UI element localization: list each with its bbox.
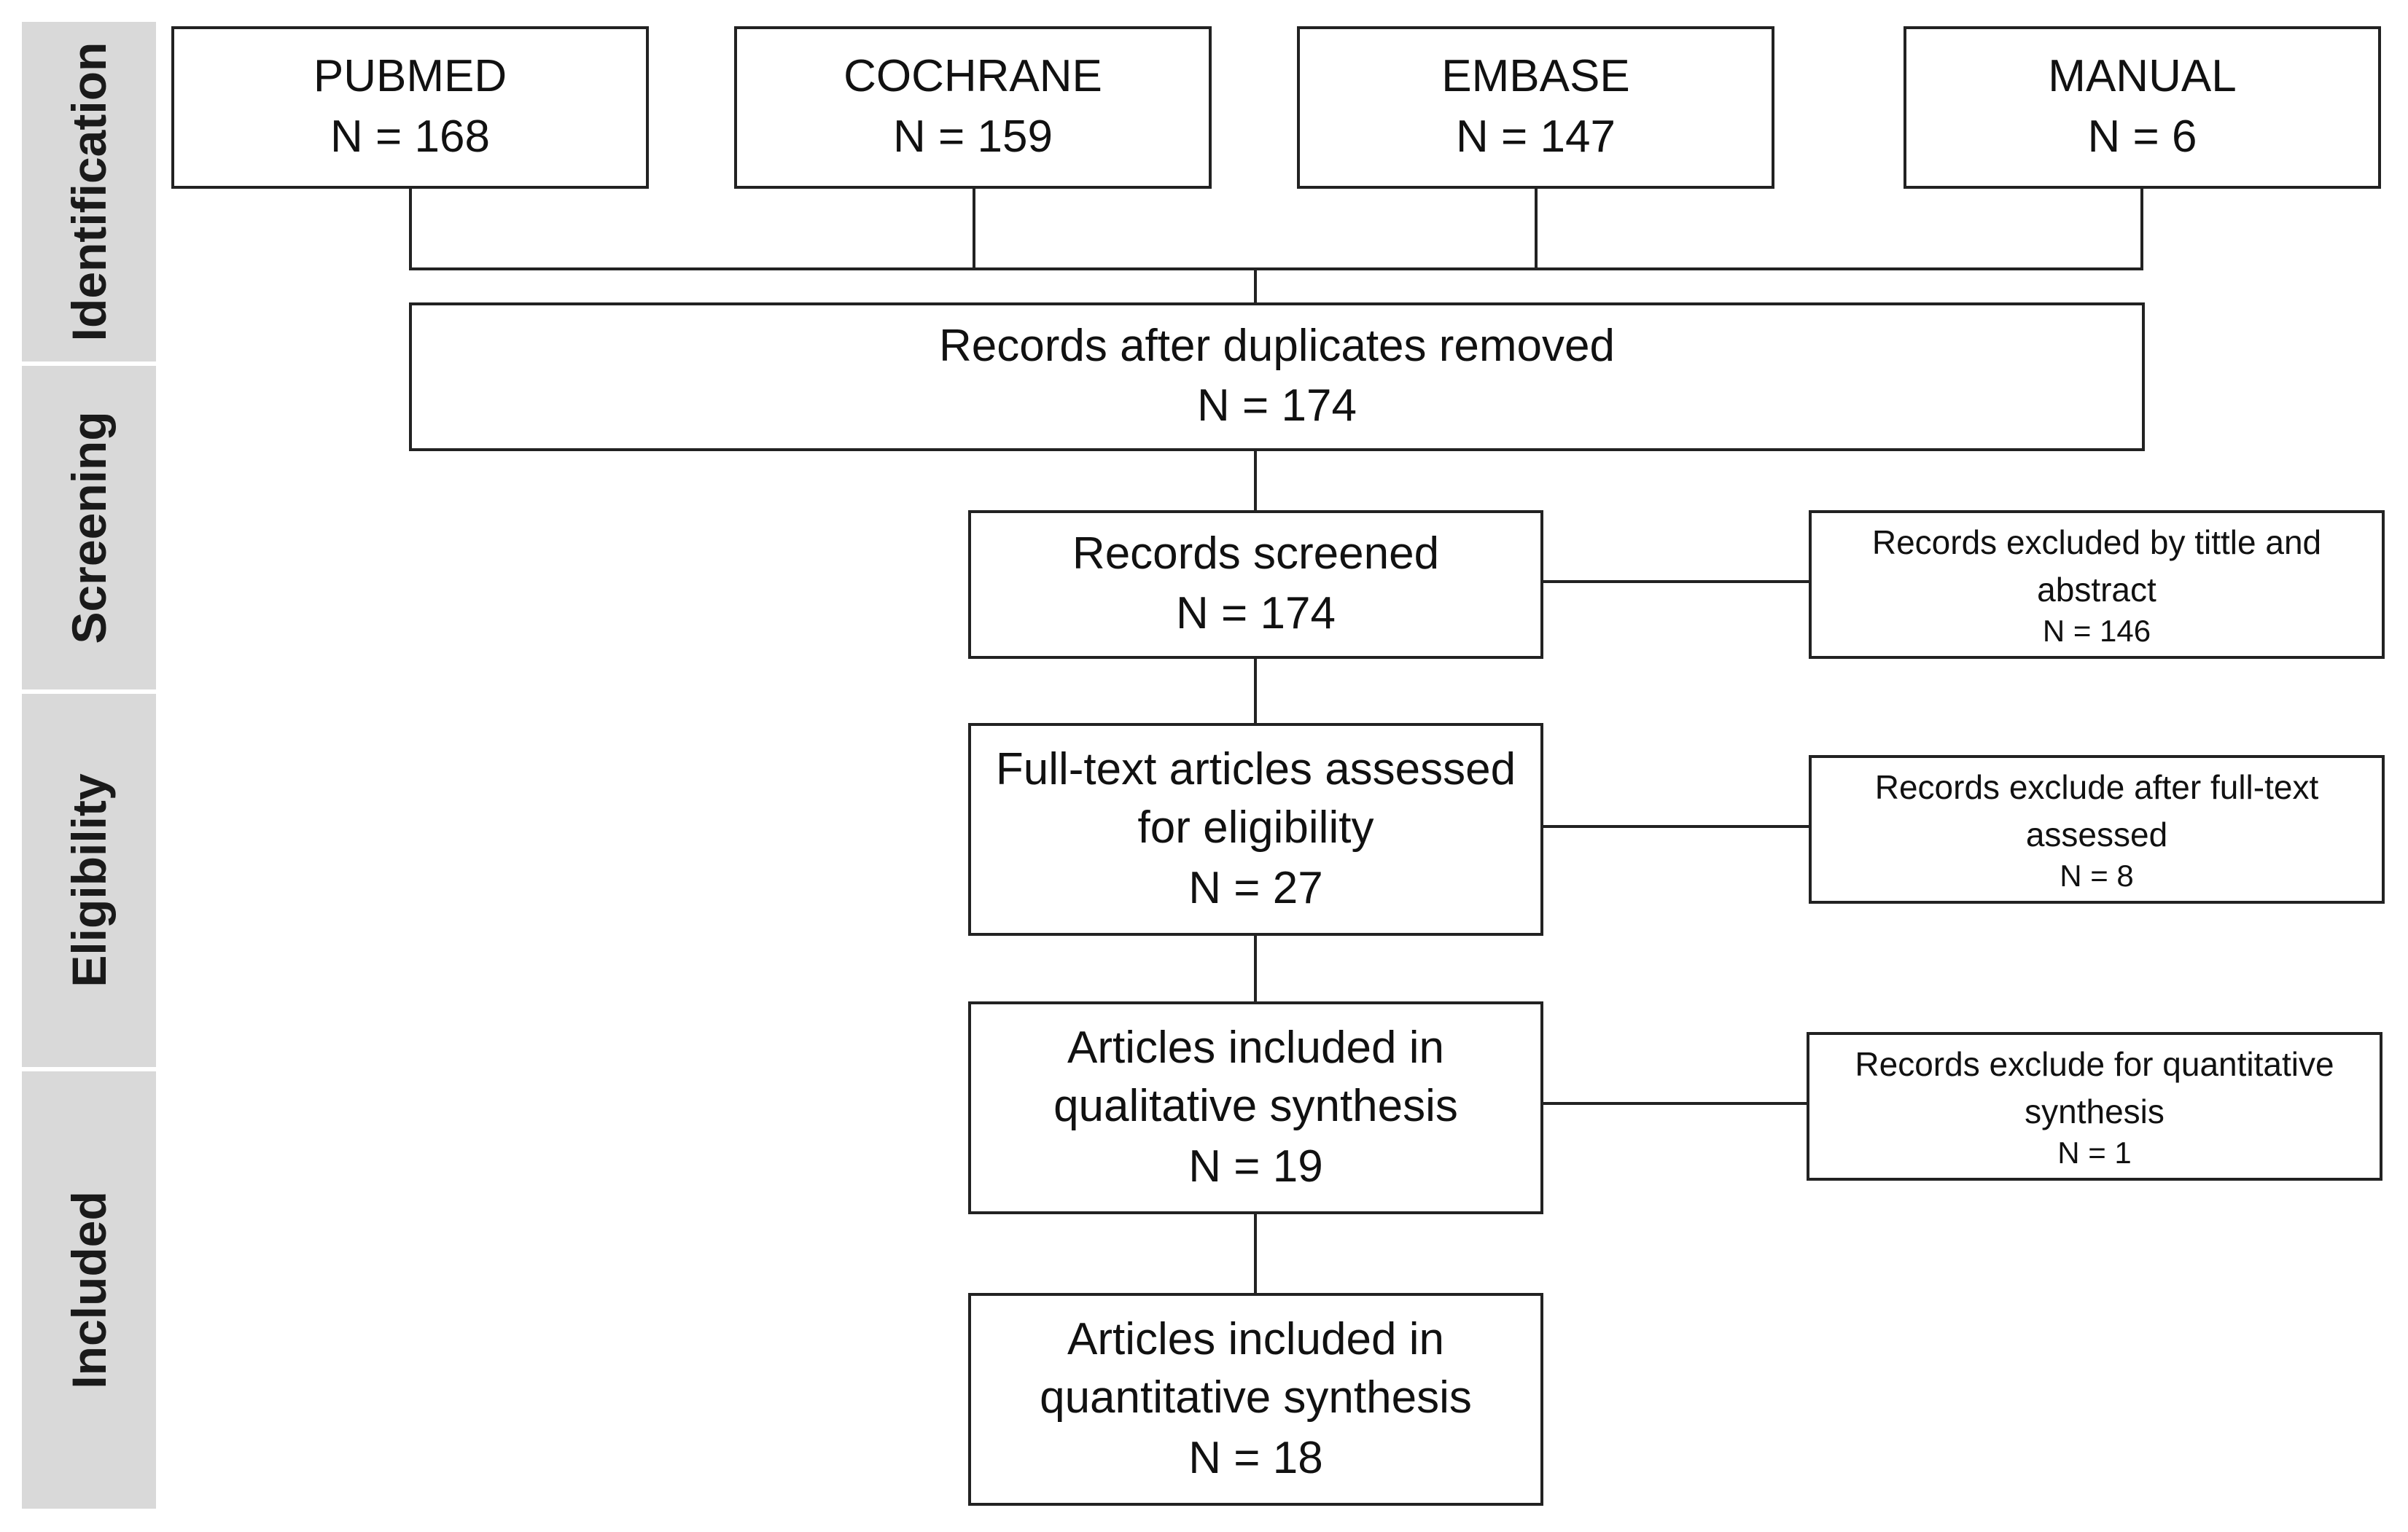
box-count: N = 174: [1197, 380, 1357, 431]
source-count: N = 147: [1456, 111, 1616, 162]
connector-pubmed: [409, 186, 412, 270]
connector-fulltext-to-qualitative: [1254, 934, 1257, 1004]
box-count: N = 27: [1188, 862, 1323, 913]
connector-merge-to-dedup: [1254, 267, 1257, 305]
box-title-line-2: quantitative synthesis: [1040, 1372, 1472, 1423]
exclusion-box-title-abstract: Records excluded by tittle and abstract …: [1809, 510, 2385, 659]
source-count: N = 6: [2087, 111, 2197, 162]
phase-identification-band: Identification: [22, 22, 156, 361]
box-title-line-1: Articles included in: [1067, 1313, 1444, 1364]
phase-identification-label: Identification: [62, 42, 116, 342]
box-count: N = 18: [1188, 1432, 1323, 1483]
box-count: N = 19: [1188, 1141, 1323, 1192]
phase-eligibility-band: Eligibility: [22, 694, 156, 1067]
box-records-screened: Records screened N = 174: [968, 510, 1543, 659]
box-title-line-2: for eligibility: [1137, 802, 1374, 853]
source-box-cochrane: COCHRANE N = 159: [734, 26, 1212, 189]
box-title: Records after duplicates removed: [938, 320, 1615, 371]
phase-included-label: Included: [62, 1191, 116, 1389]
phase-included-band: Included: [22, 1071, 156, 1509]
source-box-embase: EMBASE N = 147: [1297, 26, 1774, 189]
box-quantitative-synthesis: Articles included in quantitative synthe…: [968, 1293, 1543, 1506]
source-name: EMBASE: [1441, 51, 1630, 102]
connector-qualitative-to-quantitative: [1254, 1213, 1257, 1295]
phase-eligibility-label: Eligibility: [62, 773, 116, 988]
source-count: N = 168: [330, 111, 490, 162]
connector-sources-merge: [409, 267, 2143, 270]
source-name: MANUAL: [2048, 51, 2237, 102]
source-count: N = 159: [893, 111, 1053, 162]
box-fulltext-assessed: Full-text articles assessed for eligibil…: [968, 723, 1543, 936]
source-box-pubmed: PUBMED N = 168: [171, 26, 649, 189]
connector-dedup-to-screened: [1254, 448, 1257, 512]
box-title: Records screened: [1072, 528, 1440, 579]
exclusion-title-line-1: Records exclude after full-text: [1874, 768, 2319, 807]
exclusion-title-line-2: assessed: [2025, 815, 2168, 853]
box-title-line-1: Full-text articles assessed: [995, 743, 1516, 794]
source-box-manual: MANUAL N = 6: [1904, 26, 2381, 189]
exclusion-title-line-2: abstract: [2037, 570, 2156, 609]
exclusion-title-line-2: synthesis: [2025, 1092, 2165, 1130]
box-count: N = 174: [1176, 588, 1336, 639]
exclusion-title-line-1: Records exclude for quantitative: [1855, 1045, 2334, 1084]
exclusion-count: N = 146: [2042, 614, 2151, 649]
source-name: COCHRANE: [843, 51, 1102, 102]
exclusion-box-quantitative: Records exclude for quantitative synthes…: [1807, 1032, 2382, 1181]
box-title-line-1: Articles included in: [1067, 1022, 1444, 1073]
connector-screened-to-fulltext: [1254, 656, 1257, 726]
box-qualitative-synthesis: Articles included in qualitative synthes…: [968, 1001, 1543, 1214]
connector-fulltext-to-exclusion: [1540, 825, 1810, 828]
connector-qualitative-to-exclusion: [1540, 1102, 1810, 1105]
connector-screened-to-exclusion: [1540, 580, 1810, 583]
phase-screening-band: Screening: [22, 366, 156, 689]
connector-embase: [1535, 186, 1538, 270]
exclusion-count: N = 1: [2057, 1136, 2132, 1171]
connector-manual: [2140, 186, 2143, 270]
phase-screening-label: Screening: [62, 411, 116, 644]
exclusion-box-fulltext: Records exclude after full-text assessed…: [1809, 755, 2385, 904]
box-records-after-duplicates: Records after duplicates removed N = 174: [409, 302, 2145, 451]
connector-cochrane: [973, 186, 975, 270]
exclusion-count: N = 8: [2060, 859, 2134, 894]
source-name: PUBMED: [313, 51, 507, 102]
exclusion-title-line-1: Records excluded by tittle and: [1871, 523, 2322, 562]
box-title-line-2: qualitative synthesis: [1053, 1081, 1458, 1132]
